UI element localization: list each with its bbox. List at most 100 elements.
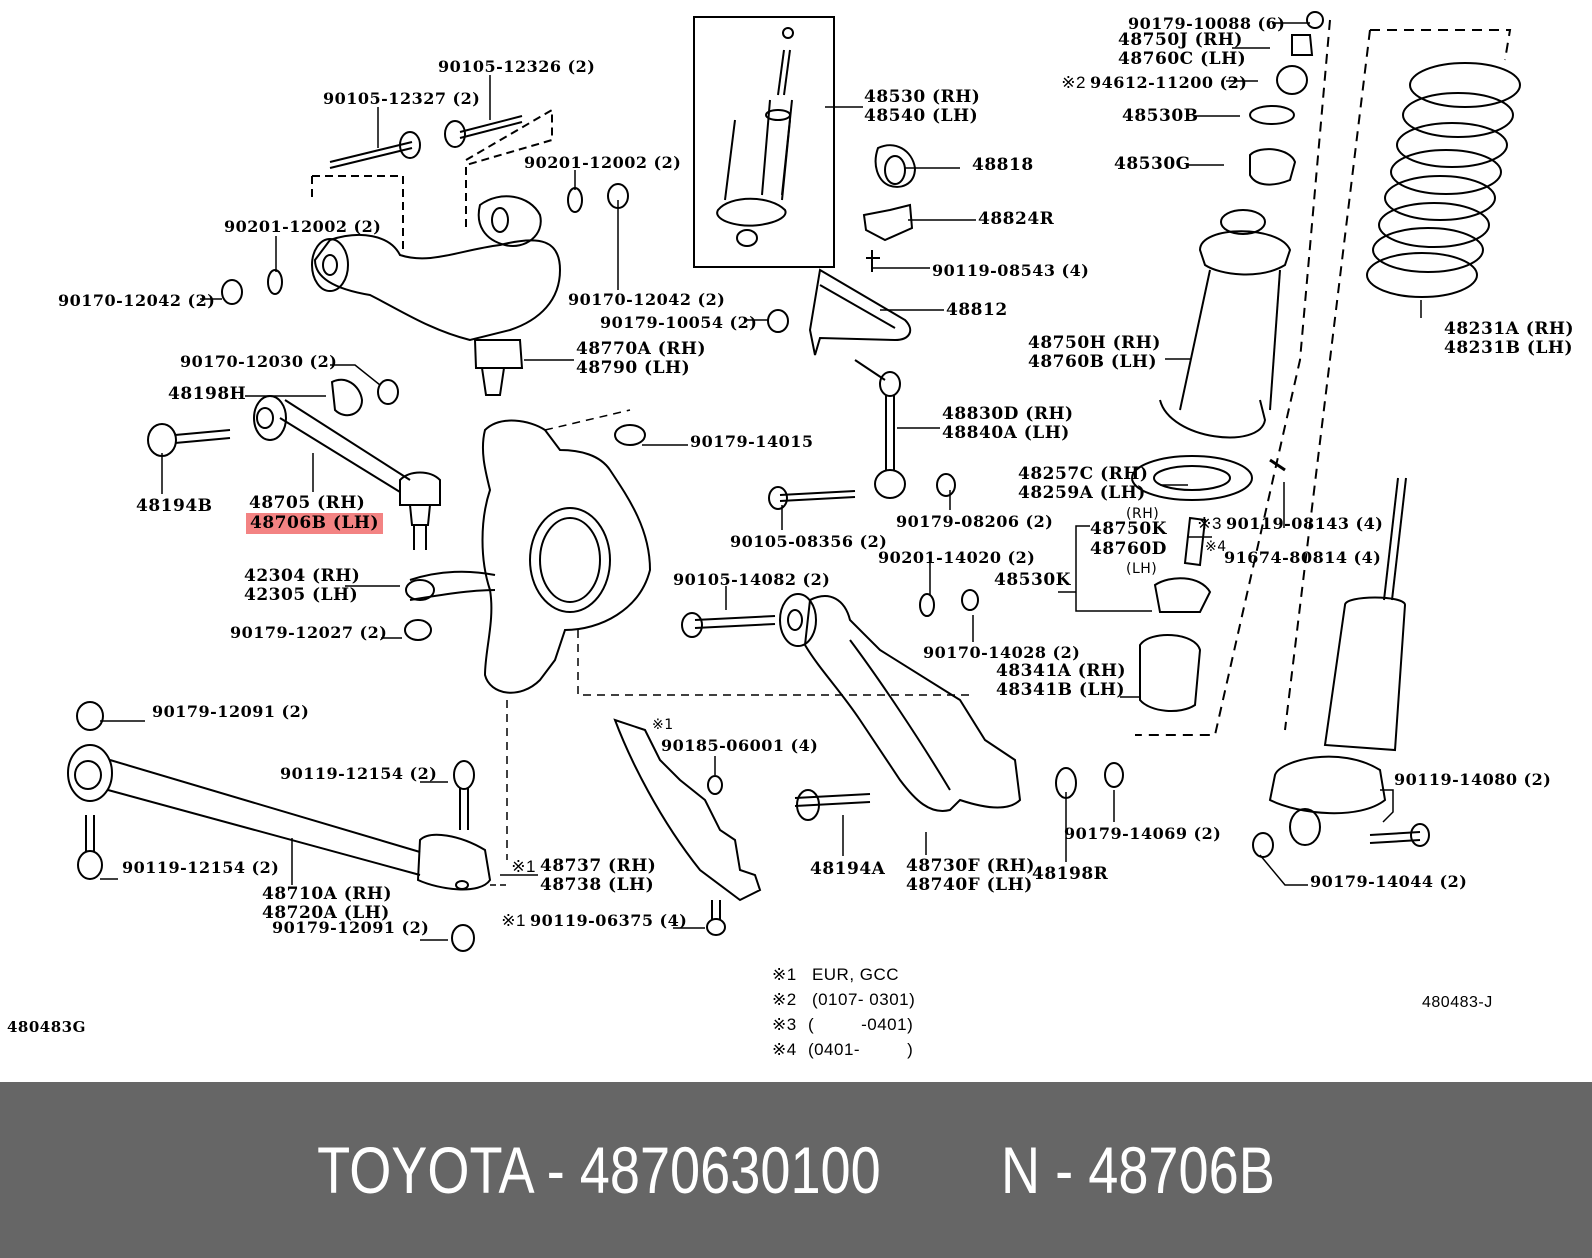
part-label[interactable]: 48530 (RH)48540 (LH) <box>864 88 980 126</box>
part-label[interactable]: 90105-12326 (2) <box>438 57 595 76</box>
part-label[interactable]: 48530K <box>994 571 1071 590</box>
leader-lines <box>100 22 1422 941</box>
part-number-line: 90179-14044 (2) <box>1310 872 1468 891</box>
part-label[interactable]: 90170-14028 (2) <box>923 643 1080 662</box>
part-label[interactable]: 48830D (RH)48840A (LH) <box>942 405 1074 443</box>
footer-banner: TOYOTA - 4870630100 N - 48706B <box>0 1082 1592 1258</box>
ref-code-left: 480483G <box>7 1018 86 1036</box>
part-label[interactable]: 90119-08543 (4) <box>932 261 1089 280</box>
part-label[interactable]: 48198R <box>1032 865 1108 884</box>
part-number-line: 90201-14020 (2) <box>878 548 1036 567</box>
part-label[interactable]: 90119-12154 (2) <box>122 858 279 877</box>
part-label[interactable]: 48818 <box>972 156 1034 175</box>
part-label[interactable]: 90179-14015 <box>690 432 813 451</box>
part-label[interactable]: 90201-12002 (2) <box>524 153 681 172</box>
part-label[interactable]: 48194B <box>136 497 213 516</box>
part-number-line: 48231B (LH) <box>1444 338 1574 358</box>
part-number-line: 48760B (LH) <box>1028 352 1158 372</box>
part-number-line: 48770A (RH) <box>576 339 707 359</box>
part-number-line: 90179-10088 (6) <box>1128 14 1286 33</box>
part-number-line: 48194A <box>810 859 886 879</box>
part-label[interactable]: 48750K <box>1090 519 1167 539</box>
part-label[interactable]: 48194A <box>810 860 885 879</box>
part-label[interactable]: 90179-12091 (2) <box>152 702 309 721</box>
part-label[interactable]: 42304 (RH)42305 (LH) <box>244 567 360 605</box>
part-number-line: 90179-12027 (2) <box>230 623 388 642</box>
part-number-line: 90105-12327 (2) <box>323 89 481 108</box>
part-number-line: 48530G <box>1114 154 1191 174</box>
suspension-line-art <box>67 11 1521 952</box>
part-number-line: 90201-12002 (2) <box>524 153 682 172</box>
part-number-line: 48198H <box>168 384 247 404</box>
part-number-line: 48530B <box>1122 106 1199 126</box>
part-label[interactable]: 90201-12002 (2) <box>224 217 381 236</box>
part-label[interactable]: 90105-12327 (2) <box>323 89 480 108</box>
part-label[interactable]: 48530B <box>1122 107 1199 126</box>
part-label[interactable]: 90179-12091 (2) <box>272 918 429 937</box>
part-label[interactable]: 90201-14020 (2) <box>878 548 1035 567</box>
part-label[interactable]: 48231A (RH)48231B (LH) <box>1444 320 1574 358</box>
part-number-line: 90170-12042 (2) <box>568 290 726 309</box>
part-number-line: 90119-06375 (4) <box>530 911 688 930</box>
part-label[interactable]: 48257C (RH)48259A (LH) <box>1018 465 1148 503</box>
part-number-line: 90119-14080 (2) <box>1394 770 1552 789</box>
part-label[interactable]: 48198H <box>168 385 246 404</box>
part-number-line: 48824R <box>978 209 1055 229</box>
part-label[interactable]: 48705 (RH) <box>249 494 365 513</box>
part-label[interactable]: 90179-14044 (2) <box>1310 872 1467 891</box>
part-number-line: 48231A (RH) <box>1444 319 1575 339</box>
footnote-text: ( -0401) <box>807 1015 914 1034</box>
coil-spring-drawing <box>1366 62 1521 298</box>
part-label[interactable]: 48710A (RH)48720A (LH) <box>262 885 392 923</box>
part-label[interactable]: 90185-06001 (4) <box>661 736 818 755</box>
part-label[interactable]: 90105-14082 (2) <box>673 570 830 589</box>
part-number-line: 90179-14069 (2) <box>1064 824 1222 843</box>
part-label[interactable]: 90179-14069 (2) <box>1064 824 1221 843</box>
part-number-line: 91674-80814 (4) <box>1224 548 1382 567</box>
part-label[interactable]: 91674-80814 (4) <box>1224 548 1381 567</box>
part-number-line: 90119-12154 (2) <box>122 858 280 877</box>
brand-name: TOYOTA <box>317 1133 532 1207</box>
part-label[interactable]: 90179-10054 (2) <box>600 313 757 332</box>
part-label[interactable]: 48341A (RH)48341B (LH) <box>996 662 1126 700</box>
part-label[interactable]: 48824R <box>978 210 1054 229</box>
part-number-line: 48760C (LH) <box>1118 49 1247 69</box>
note-marker: ※1 <box>511 857 536 876</box>
footnote: ※3 ( -0401) <box>772 1012 915 1037</box>
note-marker: ※3 <box>1197 514 1222 533</box>
separator: - <box>546 1133 565 1207</box>
part-label[interactable]: 48812 <box>946 301 1008 320</box>
part-label[interactable]: 90170-12042 (2) <box>568 290 725 309</box>
part-number-line: 90185-06001 (4) <box>661 736 819 755</box>
part-label[interactable]: 90119-12154 (2) <box>280 764 437 783</box>
part-number-line: 42304 (RH) <box>244 566 361 586</box>
part-label[interactable]: 48530G <box>1114 155 1191 174</box>
part-label[interactable]: 90179-08206 (2) <box>896 512 1053 531</box>
part-label[interactable]: 90179-12027 (2) <box>230 623 387 642</box>
footnote-mark: ※1 <box>772 965 797 984</box>
part-label[interactable]: 90179-10088 (6) <box>1128 14 1285 33</box>
highlighted-part-label[interactable]: 48706B (LH) <box>246 513 384 534</box>
part-label[interactable]: 48760D <box>1090 539 1167 559</box>
part-label[interactable]: 90119-14080 (2) <box>1394 770 1551 789</box>
part-number-line: 90201-12002 (2) <box>224 217 382 236</box>
rear-strut-drawing <box>1131 11 1512 736</box>
annotation-label: ※4 <box>1205 539 1227 555</box>
part-label[interactable]: 90170-12042 (2) <box>58 291 215 310</box>
part-label[interactable]: 48750J (RH)48760C (LH) <box>1118 31 1246 69</box>
annotation-label: (LH) <box>1126 561 1158 577</box>
part-number-line: 90179-14015 <box>690 432 814 451</box>
footnote-text: EUR, GCC <box>811 965 900 984</box>
part-label[interactable]: 48770A (RH)48790 (LH) <box>576 340 706 378</box>
front-shock-drawing <box>693 16 835 268</box>
part-number-line: 48530K <box>994 570 1071 590</box>
part-label[interactable]: 48730F (RH)48740F (LH) <box>906 857 1035 895</box>
part-label[interactable]: 90170-12030 (2) <box>180 352 337 371</box>
part-label[interactable]: 48750H (RH)48760B (LH) <box>1028 334 1161 372</box>
part-label[interactable]: 90105-08356 (2) <box>730 532 887 551</box>
part-number-line: 48830D (RH) <box>942 404 1074 424</box>
